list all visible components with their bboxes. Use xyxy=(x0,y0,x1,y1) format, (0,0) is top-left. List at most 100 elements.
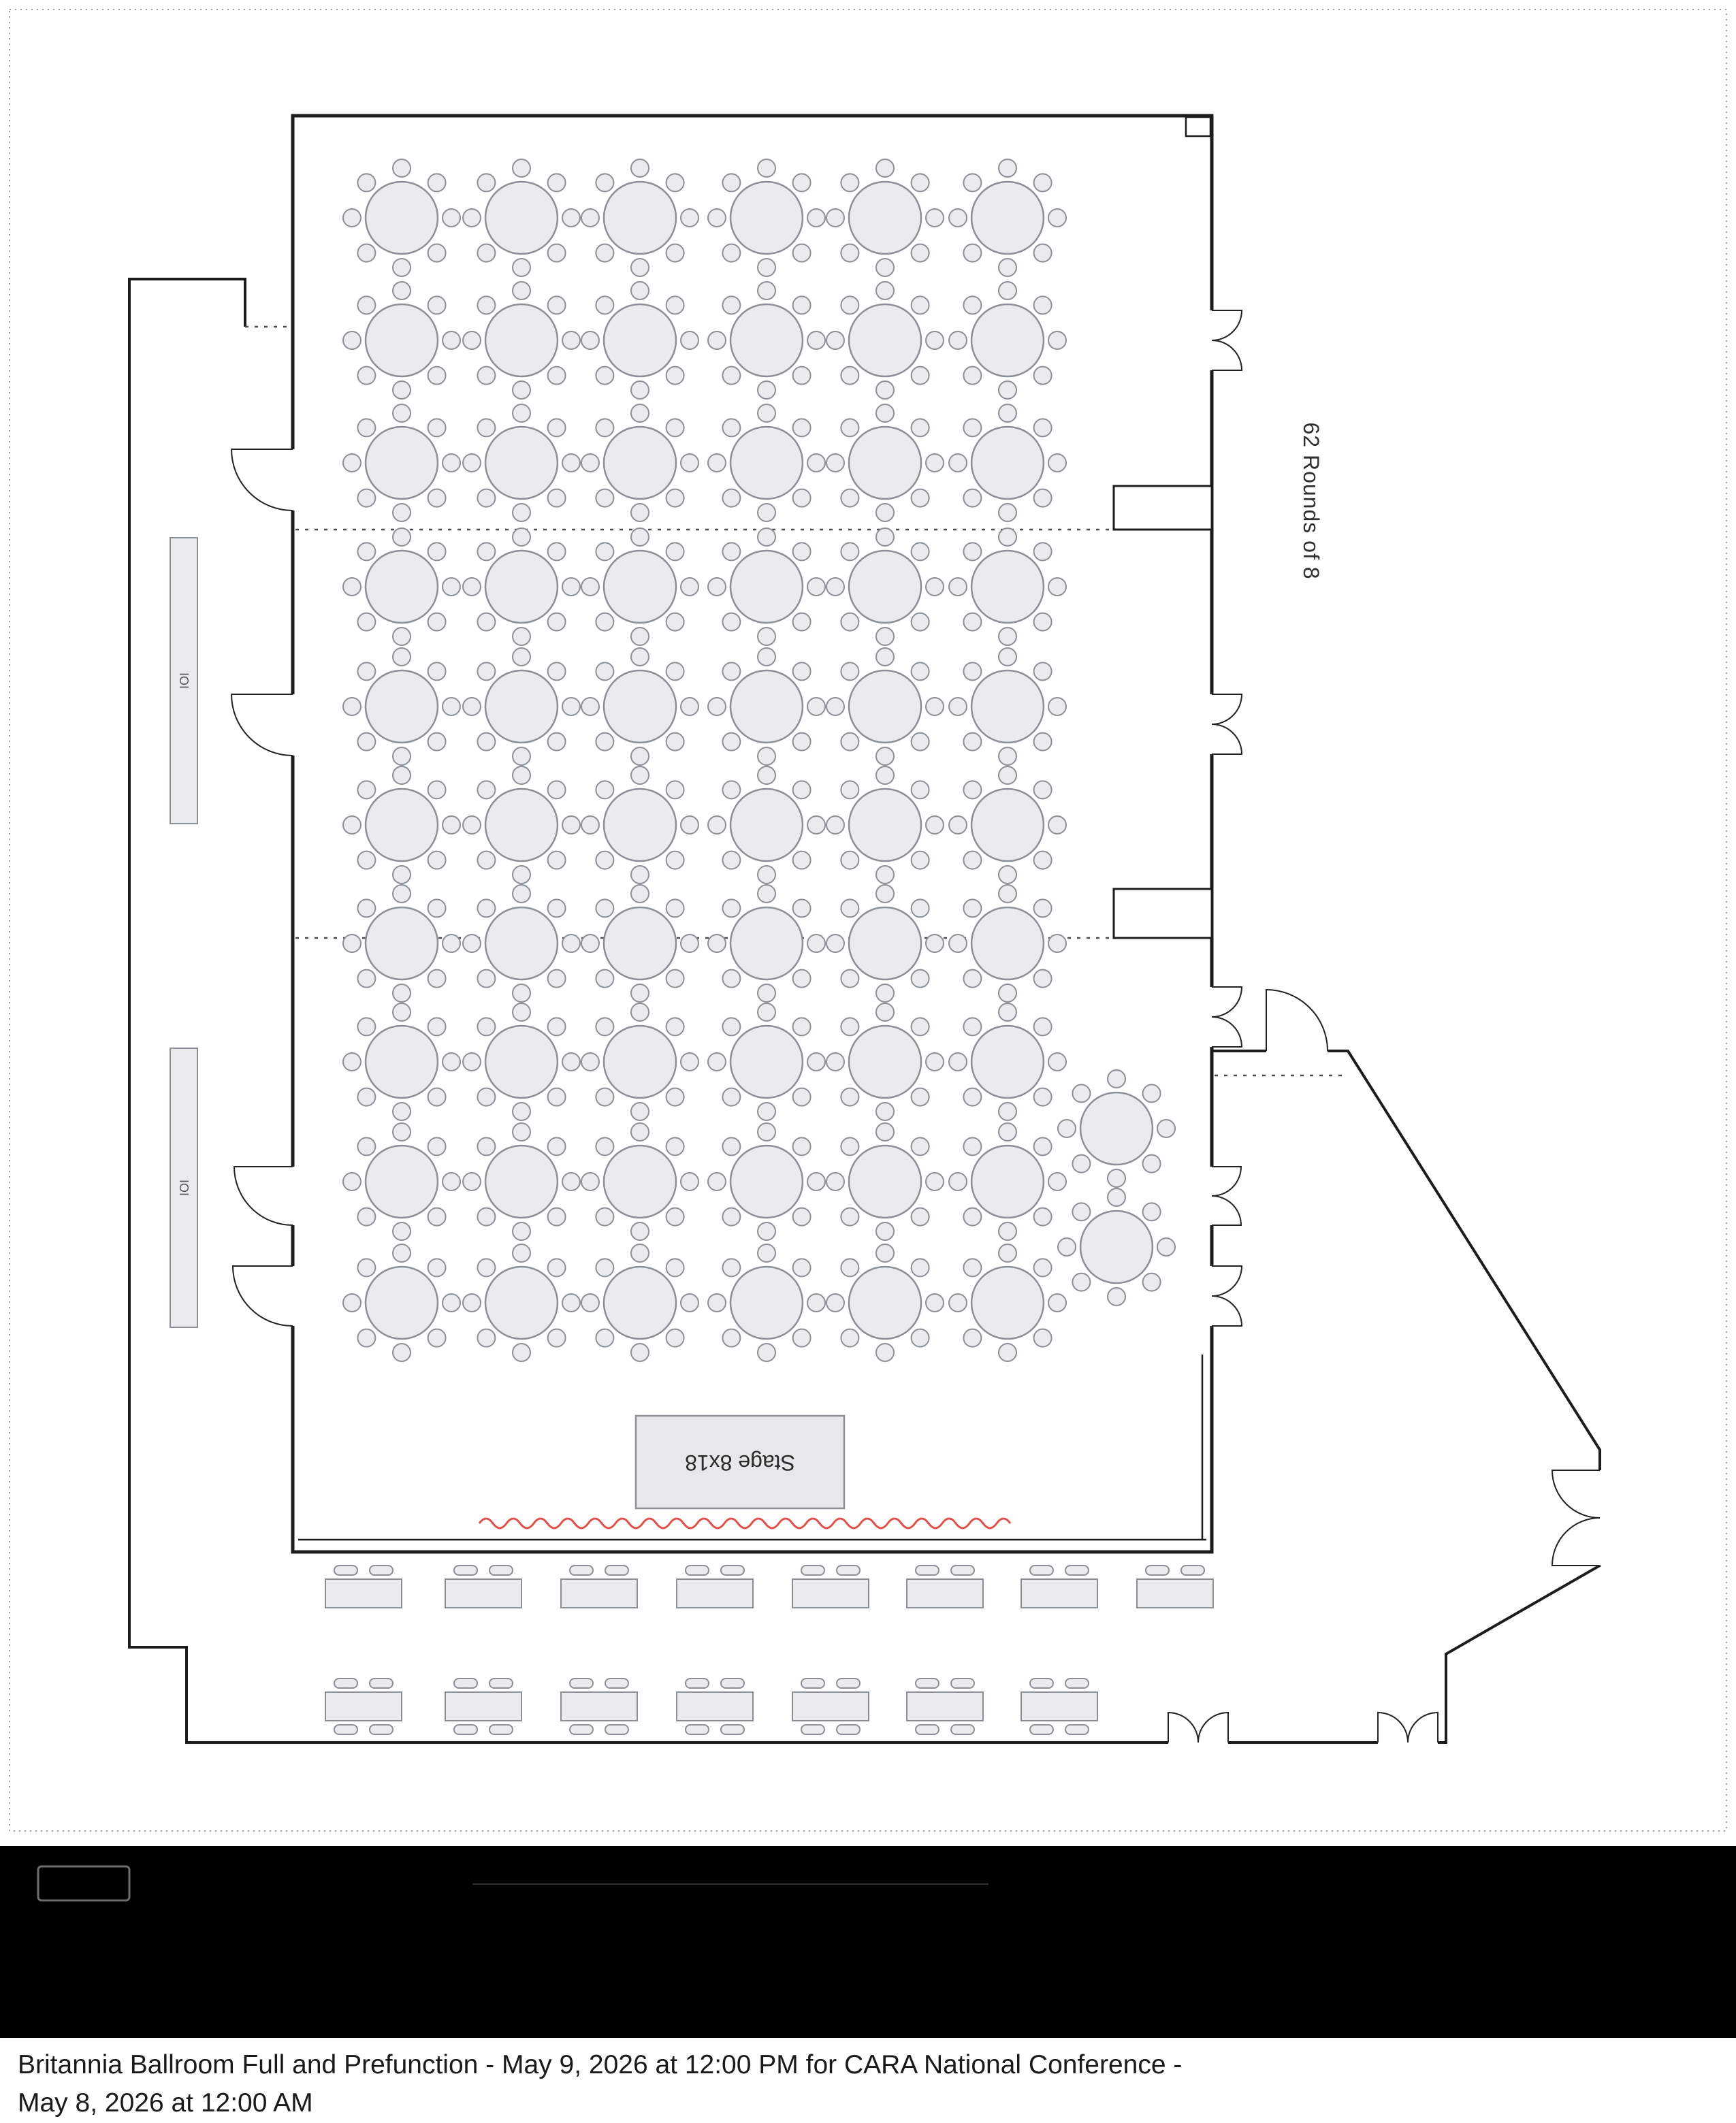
chair xyxy=(512,159,531,178)
round-table xyxy=(462,404,581,522)
chair xyxy=(442,1052,461,1071)
chair xyxy=(910,898,930,918)
round-table-top xyxy=(484,1024,559,1099)
chair xyxy=(665,898,685,918)
chair xyxy=(807,1293,826,1312)
chair xyxy=(792,488,811,508)
chair xyxy=(757,503,776,522)
chair xyxy=(427,1207,447,1227)
round-table xyxy=(826,528,944,646)
chair xyxy=(369,1565,393,1576)
round-table xyxy=(462,1244,581,1362)
chair xyxy=(630,865,649,884)
round-table-top xyxy=(729,180,804,255)
round-table xyxy=(707,281,826,400)
banquet-table-top xyxy=(1136,1578,1214,1608)
chair xyxy=(840,850,860,870)
chair xyxy=(477,732,496,751)
chair xyxy=(630,503,649,522)
chair xyxy=(477,1087,496,1107)
chair xyxy=(722,1137,741,1156)
chair xyxy=(792,366,811,385)
chair xyxy=(948,453,967,472)
chair xyxy=(998,984,1017,1003)
round-table xyxy=(826,884,944,1003)
banquet-table xyxy=(676,1678,754,1735)
round-table-top xyxy=(848,788,922,862)
round-table xyxy=(462,647,581,766)
chair xyxy=(581,331,600,350)
round-table-top xyxy=(1079,1091,1154,1166)
chair xyxy=(875,747,895,766)
chair xyxy=(1048,331,1067,350)
chair xyxy=(477,662,496,681)
chair xyxy=(442,934,461,953)
chair xyxy=(807,815,826,834)
chair xyxy=(792,418,811,438)
round-table-top xyxy=(364,549,439,624)
chair xyxy=(707,1293,726,1312)
chair xyxy=(369,1678,393,1689)
chair xyxy=(840,969,860,988)
round-table-top xyxy=(602,788,677,862)
banquet-table xyxy=(906,1565,984,1608)
chair xyxy=(722,1017,741,1037)
round-table xyxy=(342,1003,461,1121)
chair xyxy=(910,732,930,751)
chair xyxy=(875,503,895,522)
chair xyxy=(910,295,930,315)
chair xyxy=(757,884,776,903)
chair xyxy=(512,865,531,884)
chair xyxy=(357,1328,376,1348)
chair xyxy=(948,1052,967,1071)
chair xyxy=(462,453,481,472)
chair xyxy=(840,488,860,508)
chair xyxy=(1180,1565,1205,1576)
chair xyxy=(630,159,649,178)
chair xyxy=(910,418,930,438)
round-table-top xyxy=(484,180,559,255)
chair xyxy=(925,1293,944,1312)
wall-column xyxy=(1112,485,1213,531)
chair xyxy=(512,766,531,785)
chair xyxy=(910,780,930,800)
chair xyxy=(512,503,531,522)
chair xyxy=(665,418,685,438)
chair xyxy=(826,934,845,953)
chair xyxy=(722,780,741,800)
chair xyxy=(512,1343,531,1362)
chair xyxy=(840,780,860,800)
banquet-table-top xyxy=(906,1578,984,1608)
banquet-table-top xyxy=(445,1578,522,1608)
chair xyxy=(357,732,376,751)
round-table-top xyxy=(364,1265,439,1340)
chair xyxy=(998,884,1017,903)
chair xyxy=(757,528,776,547)
chair xyxy=(840,732,860,751)
round-table xyxy=(826,1122,944,1241)
chair xyxy=(595,542,615,562)
chair xyxy=(427,488,447,508)
round-table xyxy=(948,1244,1067,1362)
round-table-top xyxy=(484,549,559,624)
chair xyxy=(665,173,685,193)
round-table xyxy=(581,884,699,1003)
chair xyxy=(836,1565,861,1576)
round-table-top xyxy=(729,303,804,378)
chair xyxy=(392,503,411,522)
chair xyxy=(1048,1293,1067,1312)
chair xyxy=(342,453,361,472)
chair xyxy=(722,488,741,508)
chair xyxy=(1033,418,1052,438)
round-table xyxy=(826,1003,944,1121)
chair xyxy=(998,1102,1017,1121)
chair xyxy=(722,1258,741,1278)
chair xyxy=(427,898,447,918)
chair xyxy=(826,815,845,834)
chair xyxy=(334,1565,358,1576)
round-table xyxy=(462,1003,581,1121)
round-table xyxy=(707,1122,826,1241)
chair xyxy=(392,528,411,547)
chair xyxy=(562,697,581,716)
chair xyxy=(910,1258,930,1278)
